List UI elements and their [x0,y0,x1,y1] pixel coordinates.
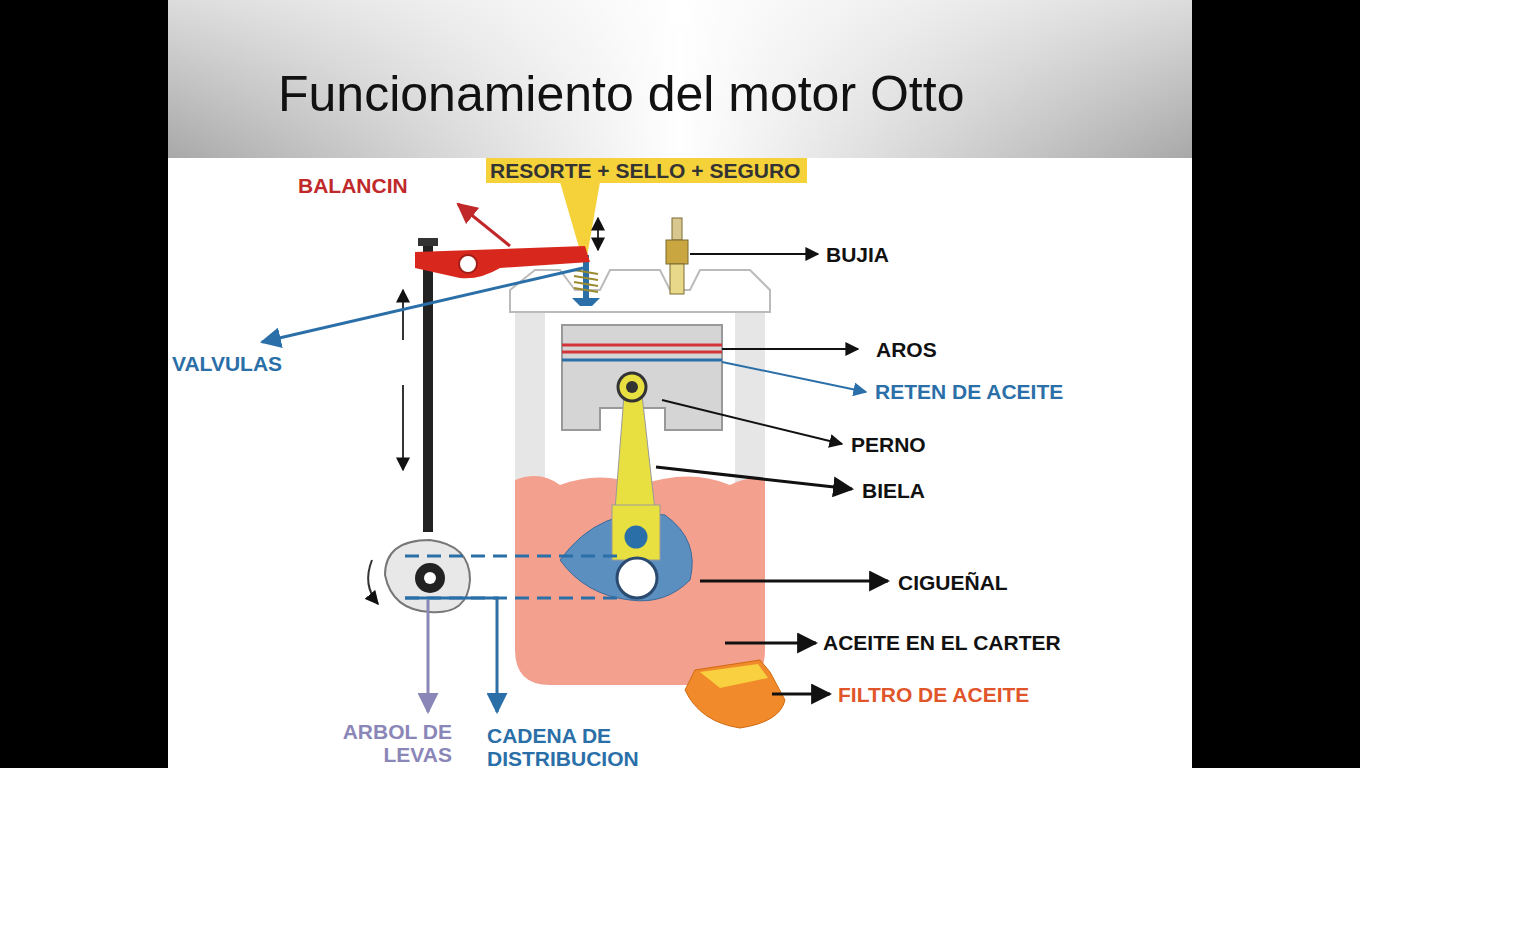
motion-arrow [402,290,404,340]
leader-line [772,693,830,696]
leader-line [662,400,842,444]
pushrod [423,242,433,532]
leader-line [427,600,430,712]
part-label: PERNO [851,433,926,456]
callout-text: RESORTE + SELLO + SEGURO [490,160,803,181]
black-ground [0,0,1360,768]
part-label: BIELA [862,479,925,502]
part-label: CIGUEÑAL [898,571,1008,594]
part-label: AROS [876,338,937,361]
valve-head [572,298,600,306]
part-label: ACEITE EN EL CARTER [823,631,1061,654]
camshaft-hole [424,572,436,584]
timing-chain [405,556,618,598]
spark-plug-body [666,240,688,264]
leader-line [722,362,866,392]
leader-line [262,268,583,342]
oil-filter-top [700,664,768,688]
ring [562,344,722,347]
callout-box: RESORTE + SELLO + SEGURO [486,158,807,183]
rocker-pivot [459,255,477,273]
part-label: CADENA DE DISTRIBUCION [487,724,737,770]
part-label: BALANCIN [298,174,408,197]
piston-pin [618,373,646,401]
title-band [168,0,1192,158]
motion-arrow [402,385,404,470]
oil-filter [685,660,785,728]
rod-big-end [612,505,660,560]
crank-journal [617,558,657,598]
motion-arrow [597,218,599,250]
leader-line [725,642,816,645]
part-label: RETEN DE ACEITE [875,380,1063,403]
part-label: ARBOL DE LEVAS [282,720,452,766]
oil-ring [562,359,722,362]
piston-pin-hole [626,381,638,393]
leader-line [722,348,858,350]
crank-pin [623,524,649,550]
adjuster [418,238,438,246]
leader-line [458,204,510,246]
valve-spring [574,270,598,292]
slide-title: Funcionamiento del motor Otto [278,65,964,123]
leader-line [656,467,852,489]
part-label: FILTRO DE ACEITE [838,683,1029,706]
camshaft-axle [415,563,445,593]
connecting-rod [615,395,655,510]
slide [168,0,1192,768]
spark-plug-top [672,218,682,240]
part-label: BUJIA [826,243,889,266]
title-band-shine [168,0,1192,158]
spark-plug-thread [670,264,684,294]
ring [562,351,722,354]
leader-line [700,580,888,583]
rotation-arrow [368,560,378,604]
leader-line [690,253,818,255]
part-label: VALVULAS [172,352,282,375]
leader-line [405,598,497,712]
